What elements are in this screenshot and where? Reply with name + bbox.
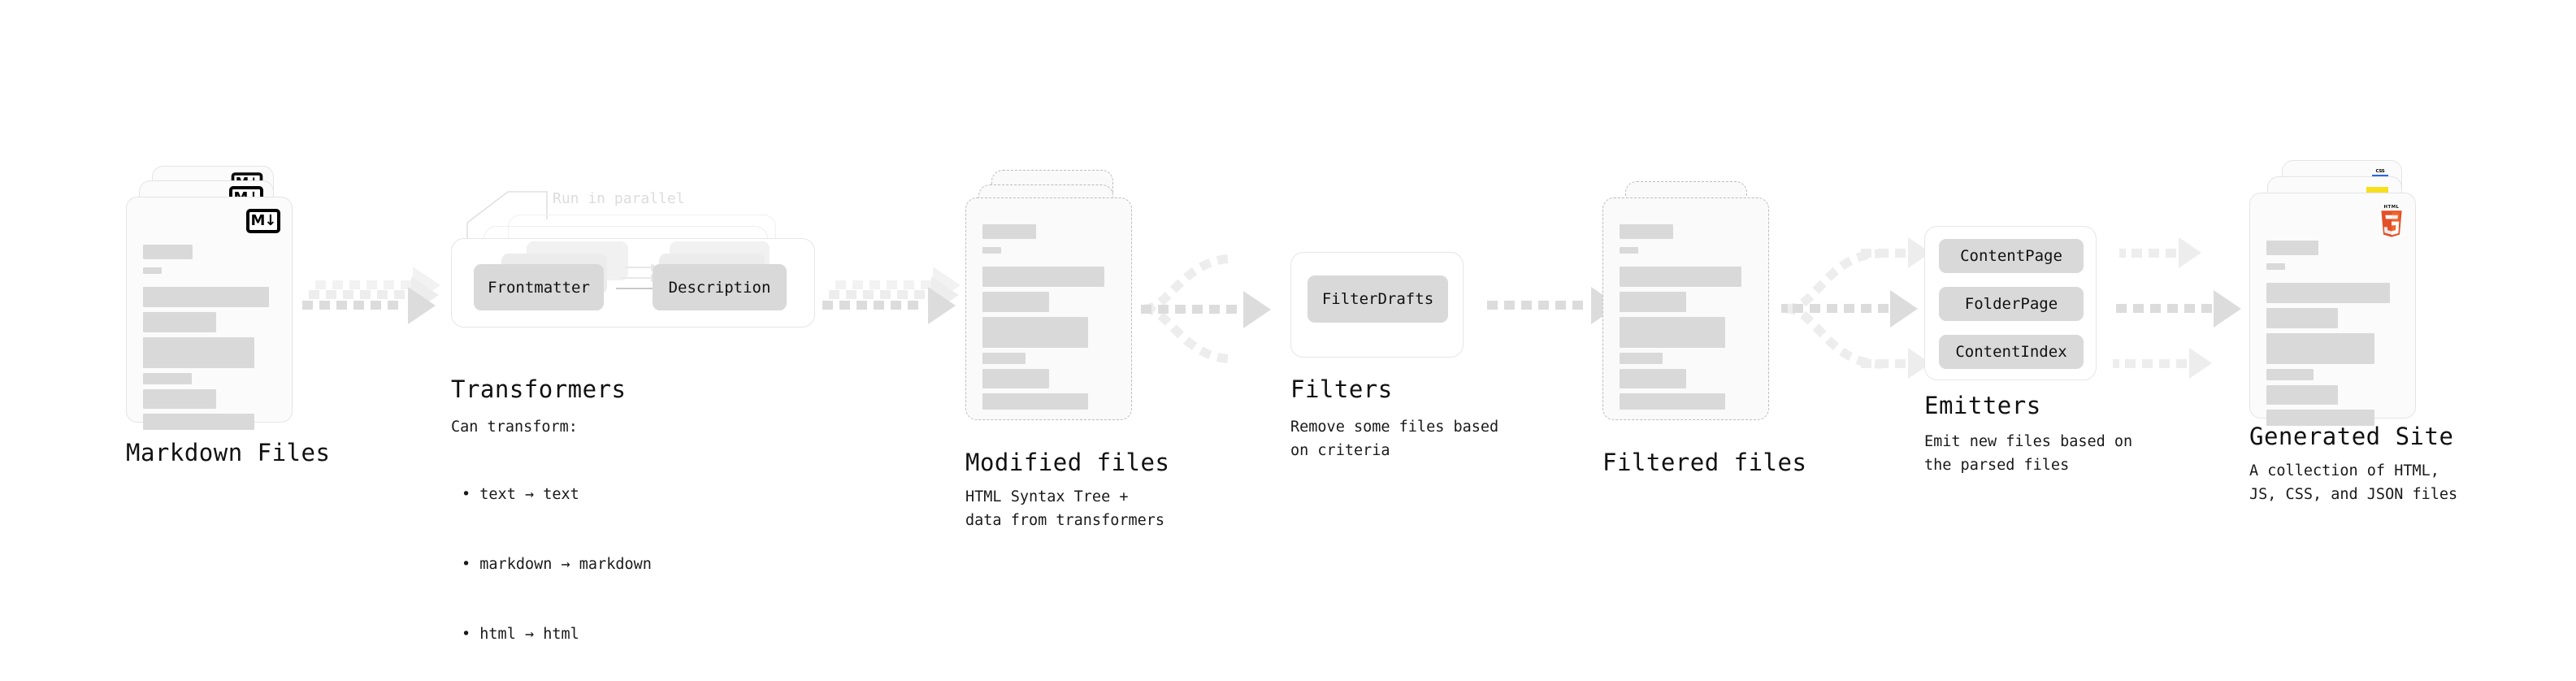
flow-arrow-3-curves bbox=[1143, 254, 1236, 364]
svg-text:HTML: HTML bbox=[2384, 205, 2400, 210]
chip-filterdrafts[interactable]: FilterDrafts bbox=[1308, 275, 1448, 323]
transformers-bullets: • text → text • markdown → markdown • ht… bbox=[462, 437, 652, 681]
chip-contentpage-label: ContentPage bbox=[1960, 247, 2062, 265]
filtered-card-front bbox=[1602, 197, 1769, 420]
modified-files-description: HTML Syntax Tree + data from transformer… bbox=[965, 488, 1165, 529]
chip-frontmatter[interactable]: Frontmatter bbox=[474, 264, 604, 310]
markdown-files-title: Markdown Files bbox=[126, 439, 331, 466]
parallel-bracket-icon bbox=[466, 191, 548, 245]
chip-folderpage-label: FolderPage bbox=[1964, 295, 2058, 313]
emitters-title: Emitters bbox=[1924, 392, 2041, 419]
filters-group: FilterDrafts bbox=[1290, 252, 1464, 358]
modified-files-title: Modified files bbox=[965, 449, 1170, 476]
css-icon: CSS bbox=[2372, 169, 2388, 178]
transformers-description: Can transform: bbox=[451, 419, 578, 436]
filters-description: Remove some files based on criteria bbox=[1290, 419, 1499, 459]
chip-contentindex[interactable]: ContentIndex bbox=[1939, 335, 2084, 369]
run-in-parallel-label: Run in parallel bbox=[553, 190, 685, 207]
chip-description[interactable]: Description bbox=[653, 264, 787, 310]
generated-site-description: A collection of HTML, JS, CSS, and JSON … bbox=[2249, 462, 2458, 503]
emitters-group: ContentPage FolderPage ContentIndex bbox=[1924, 226, 2097, 380]
css-icon-label: CSS bbox=[2375, 169, 2385, 174]
transformers-bullet-2: • html → html bbox=[462, 626, 579, 644]
emitters-description: Emit new files based on the parsed files bbox=[1924, 433, 2133, 474]
generated-site-title: Generated Site bbox=[2249, 423, 2454, 450]
transformers-bullet-0: • text → text bbox=[462, 486, 579, 504]
chip-contentindex-label: ContentIndex bbox=[1955, 343, 2067, 361]
modified-card-front bbox=[965, 197, 1132, 420]
chip-folderpage[interactable]: FolderPage bbox=[1939, 287, 2084, 321]
html5-icon: HTML bbox=[2381, 205, 2402, 237]
chip-contentpage[interactable]: ContentPage bbox=[1939, 239, 2084, 273]
filters-title: Filters bbox=[1290, 375, 1393, 403]
markdown-card-front: M↓ bbox=[126, 197, 293, 430]
chip-frontmatter-label: Frontmatter bbox=[488, 278, 590, 297]
transformers-title: Transformers bbox=[451, 375, 627, 403]
generated-card-front: HTML bbox=[2249, 193, 2416, 426]
markdown-icon: M↓ bbox=[246, 209, 280, 233]
chip-filterdrafts-label: FilterDrafts bbox=[1321, 290, 1434, 308]
filtered-files-title: Filtered files bbox=[1602, 449, 1807, 476]
transformers-bullet-1: • markdown → markdown bbox=[462, 556, 652, 574]
chip-description-label: Description bbox=[668, 278, 771, 297]
